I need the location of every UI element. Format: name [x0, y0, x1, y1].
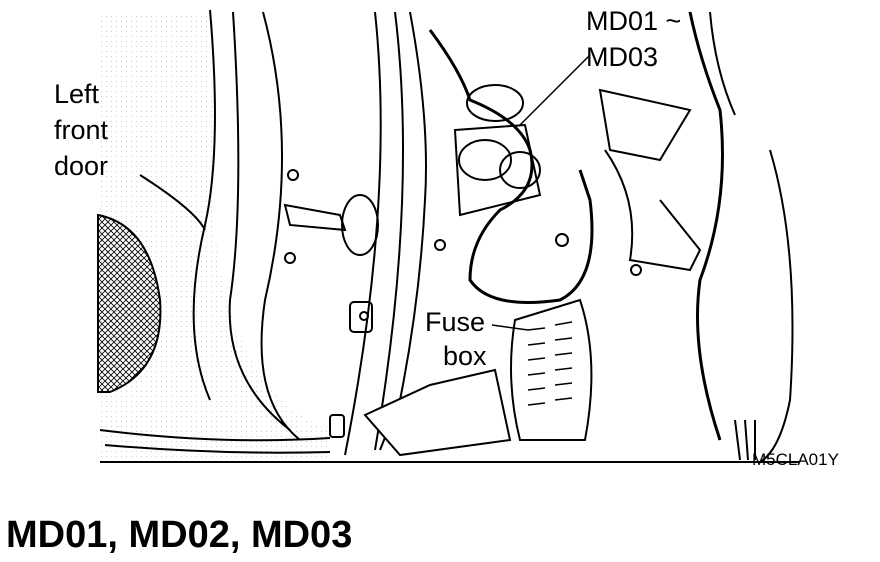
- door-sill: [99, 429, 331, 442]
- harness-right: [688, 11, 724, 441]
- mount-bolt: [434, 239, 446, 251]
- door-label-line1: Left: [54, 79, 100, 109]
- fuse-box-label-line2: box: [443, 341, 487, 371]
- lower-clip: [329, 414, 345, 438]
- speaker-grille: [97, 213, 162, 393]
- fuse-box-label-line1: Fuse: [425, 307, 485, 337]
- harness-right-2: [709, 11, 736, 116]
- body-panel: [379, 11, 427, 451]
- wiring-harness-main: [428, 29, 594, 304]
- door-frame-curve: [139, 174, 206, 231]
- door-check-strap: [283, 203, 347, 232]
- a-pillar-edge-2: [374, 11, 404, 451]
- connector-md03: [499, 151, 541, 189]
- screw-hole: [284, 252, 296, 264]
- callout-labels: Left front door MD01 ~ MD03 Fuse box M5C…: [54, 6, 839, 469]
- connector-md01: [466, 84, 524, 122]
- dash-trim-side: [604, 149, 702, 272]
- door-label-line2: front: [54, 115, 109, 145]
- latch-plate: [349, 301, 373, 333]
- bracket-bolt: [555, 233, 569, 247]
- connector-md02: [458, 139, 512, 181]
- body-curve-right: [759, 149, 794, 463]
- door-sill-2: [104, 444, 331, 454]
- door-frame-outer: [260, 11, 301, 441]
- illustration: [97, 9, 800, 463]
- door-edge-inner: [228, 11, 291, 431]
- door-panel-shading: [100, 12, 330, 462]
- screw-hole: [287, 169, 299, 181]
- fuse-slots: [527, 321, 573, 406]
- mount-bolt: [630, 264, 642, 276]
- fuse-leader-line: [491, 324, 529, 331]
- a-pillar-edge: [344, 11, 382, 456]
- wire-ends: [734, 419, 756, 461]
- connector-leader-line: [519, 54, 591, 126]
- connector-bracket: [453, 123, 542, 217]
- connector-label-line1: MD01 ~: [586, 6, 681, 36]
- figure-code: M5CLA01Y: [752, 450, 839, 469]
- fuse-box: [510, 298, 593, 441]
- kick-panel: [363, 368, 512, 457]
- door-edge: [192, 9, 216, 401]
- door-stopper: [341, 194, 379, 256]
- dash-trim-upper: [598, 88, 692, 162]
- door-label-line3: door: [54, 151, 108, 181]
- connector-label-line2: MD03: [586, 42, 658, 72]
- caption: MD01, MD02, MD03: [6, 514, 352, 556]
